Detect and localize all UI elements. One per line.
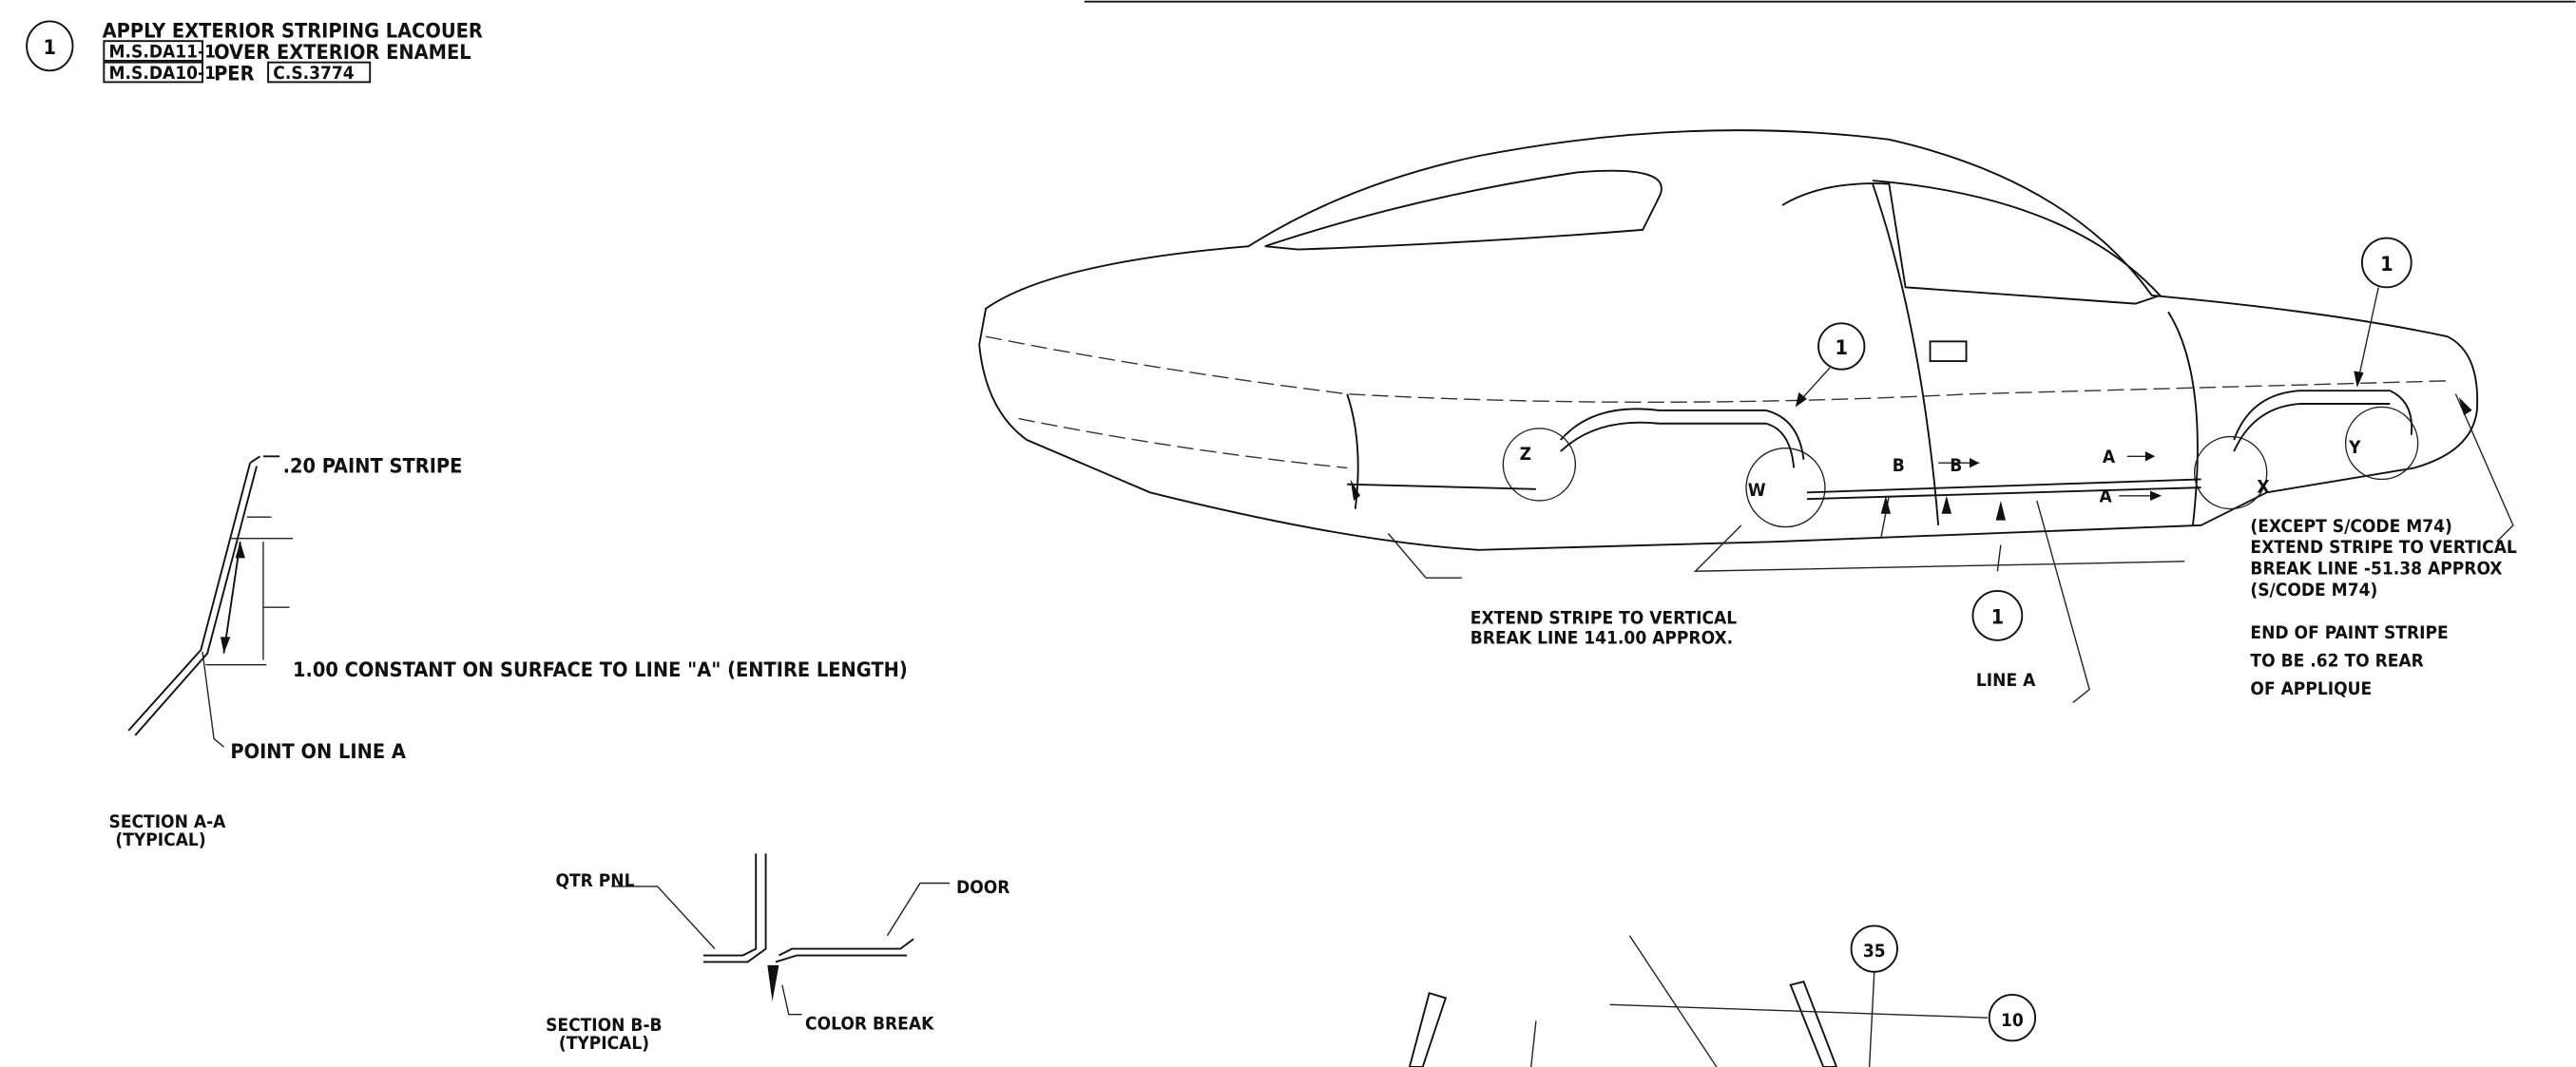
callout-circle: [1988, 994, 2037, 1042]
rear-note-line: BREAK LINE -51.38 APPROX: [2250, 559, 2502, 580]
callout-circle: [1817, 322, 1866, 371]
spec-box: [267, 61, 372, 84]
paint-stripe-label: .20 PAINT STRIPE: [283, 455, 463, 479]
callout-35: 35: [1863, 941, 1886, 962]
section-b-b: QTR PNL DOOR COLOR BREAK SECTION B-B (TY…: [546, 853, 1009, 1054]
front-note-line: EXTEND STRIPE TO VERTICAL: [1471, 608, 1737, 629]
line-a-label: LINE A: [1976, 670, 2036, 691]
per-label: PER: [214, 63, 254, 86]
note-line-2: OVER EXTERIOR ENAMEL: [214, 41, 471, 65]
spec-1: M.S.DA11-1: [109, 41, 217, 62]
label-a: A: [2103, 447, 2116, 467]
callout-number: 1: [44, 36, 57, 60]
color-break-label: COLOR BREAK: [805, 1013, 934, 1034]
callout-10: 10: [2001, 1010, 2024, 1031]
striping-note: 1 APPLY EXTERIOR STRIPING LACOUER M.S.DA…: [26, 20, 483, 86]
label-b: B: [1950, 455, 1962, 476]
label-w: W: [1748, 480, 1766, 501]
front-note-line: BREAK LINE 141.00 APPROX.: [1471, 627, 1733, 648]
rear-note-line: (S/CODE M74): [2250, 580, 2377, 600]
point-on-line-label: POINT ON LINE A: [230, 740, 406, 764]
label-y: Y: [2348, 437, 2361, 458]
callout-number: 1: [1991, 606, 2005, 630]
section-subtitle: (TYPICAL): [559, 1033, 649, 1054]
rear-note-line: OF APPLIQUE: [2250, 678, 2372, 699]
note-line-1: APPLY EXTERIOR STRIPING LACOUER: [103, 20, 483, 44]
section-subtitle: (TYPICAL): [115, 829, 205, 850]
callout-circle: [26, 20, 74, 72]
spec-2: M.S.DA10-1: [109, 63, 217, 84]
label-b: B: [1893, 455, 1905, 476]
constant-label: 1.00 CONSTANT ON SURFACE TO LINE "A" (EN…: [293, 658, 908, 682]
callout-circle: [2360, 237, 2413, 289]
callout-circle: [1850, 924, 1898, 973]
qtr-panel-label: QTR PNL: [555, 870, 634, 891]
callout-number: 1: [1835, 336, 1848, 360]
label-a: A: [2099, 486, 2112, 507]
bottom-detail: 35 10: [1408, 924, 2037, 1067]
spec-box: [103, 61, 203, 84]
callout-number: 1: [2380, 253, 2393, 276]
section-title: SECTION A-A: [109, 811, 227, 832]
door-label: DOOR: [956, 877, 1009, 898]
label-z: Z: [1520, 444, 1531, 465]
spec-3: C.S.3774: [273, 63, 355, 84]
callout-circle: [1971, 590, 2024, 641]
rear-note-line: TO BE .62 TO REAR: [2250, 650, 2423, 671]
section-a-a: .20 PAINT STRIPE 1.00 CONSTANT ON SURFAC…: [109, 455, 908, 850]
rear-note-line: END OF PAINT STRIPE: [2250, 622, 2448, 643]
rear-note-line: (EXCEPT S/CODE M74): [2250, 516, 2451, 537]
section-title: SECTION B-B: [546, 1015, 662, 1036]
label-x: X: [2257, 476, 2269, 497]
rear-note: (EXCEPT S/CODE M74) EXTEND STRIPE TO VER…: [2250, 516, 2516, 699]
spec-box: [103, 40, 203, 62]
rear-note-line: EXTEND STRIPE TO VERTICAL: [2250, 537, 2516, 558]
car-side-view: 1 1 1 Z W B B A A X Y EXTEND STRIPE TO V…: [978, 129, 2517, 703]
